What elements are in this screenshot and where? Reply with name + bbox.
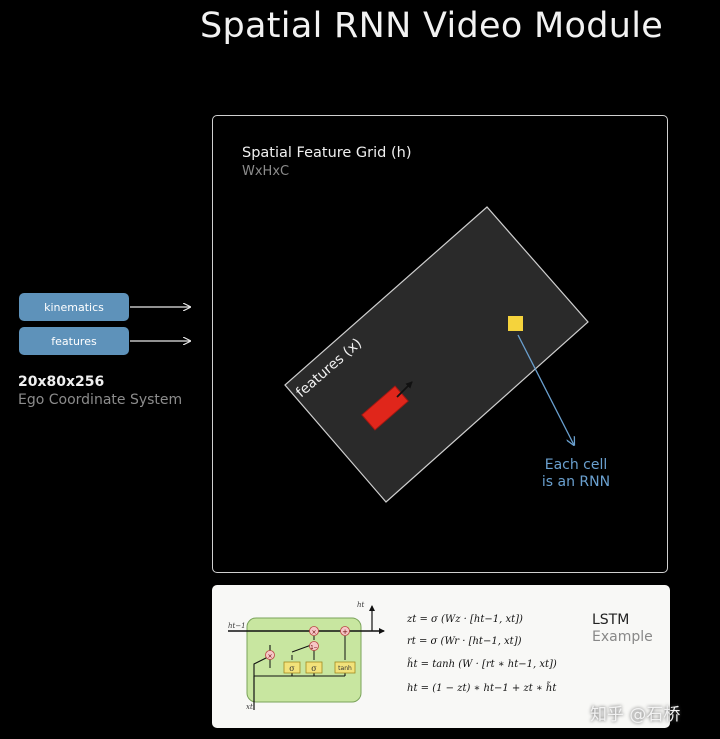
plus-op-label: + <box>342 628 348 636</box>
coordinate-system-label: Ego Coordinate System <box>18 392 183 408</box>
lstm-label: LSTM Example <box>592 612 653 646</box>
x-in-label: xt <box>246 703 253 711</box>
features-input: features <box>19 327 129 355</box>
lstm-label-line-2: Example <box>592 629 653 645</box>
sigma-gate-2 <box>305 661 323 674</box>
watermark: 知乎 @石桥 <box>590 705 681 725</box>
lstm-cell <box>246 617 362 703</box>
equation-hidden-state: ht = (1 − zt) ∗ ht−1 + zt ∗ h̃t <box>407 683 557 694</box>
mult-op-2-label: × <box>267 653 272 660</box>
grid-dimensions: WxHxC <box>242 164 290 179</box>
mult-op-1 <box>309 626 319 636</box>
tensor-shape-label: 20x80x256 <box>18 374 105 390</box>
equation-update-gate: zt = σ (Wz · [ht−1, xt]) <box>407 614 523 625</box>
equation-candidate: h̃t = tanh (W · [rt ∗ ht−1, xt]) <box>407 659 557 670</box>
h-prev-label: ht−1 <box>228 622 246 630</box>
plus-op <box>340 626 350 636</box>
sigma-gate-1 <box>283 661 301 674</box>
mult-op-2 <box>265 650 275 660</box>
feature-plane <box>284 206 589 503</box>
equation-reset-gate: rt = σ (Wr · [ht−1, xt]) <box>407 636 522 647</box>
slide-title: Spatial RNN Video Module <box>200 6 664 46</box>
rnn-cell <box>508 316 523 331</box>
sigma-gate-1-label: σ <box>289 664 295 673</box>
cell-note-arrow <box>517 334 574 445</box>
sigma-gate-2-label: σ <box>311 664 317 673</box>
grid-title: Spatial Feature Grid (h) <box>242 145 412 161</box>
h-out-label: ht <box>357 601 365 609</box>
mult-op-1-label: × <box>311 629 316 636</box>
vehicle-heading-arrow <box>396 381 413 398</box>
one-minus-op <box>309 641 319 651</box>
tanh-gate <box>334 661 356 674</box>
tanh-gate-label: tanh <box>338 665 352 672</box>
spatial-grid-panel <box>212 115 668 573</box>
one-minus-op-label: 1− <box>310 645 317 651</box>
cell-note-line-1: Each cell <box>544 457 608 473</box>
cell-note: Each cell is an RNN <box>522 457 630 491</box>
lstm-label-line-1: LSTM <box>592 612 630 628</box>
cell-note-line-2: is an RNN <box>541 474 611 490</box>
kinematics-input: kinematics <box>19 293 129 321</box>
grid-diagram: features (x) <box>130 206 589 503</box>
